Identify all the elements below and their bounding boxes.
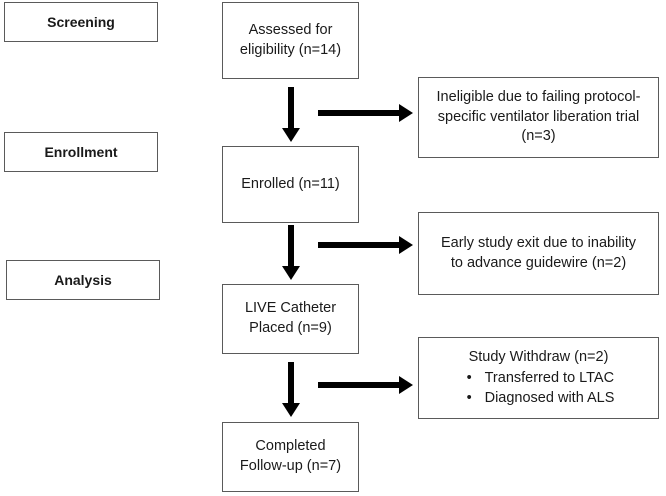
stage-analysis-text: Analysis	[54, 271, 112, 288]
early-exit-line-1: Early study exit due to inability	[440, 234, 637, 251]
completed-box: Completed Follow-up (n=7)	[222, 422, 359, 492]
stage-enrollment-text: Enrollment	[44, 143, 118, 160]
ineligible-line-1: Ineligible due to failing protocol-	[436, 89, 641, 106]
down-arrow-1	[282, 87, 300, 142]
right-arrow-2	[318, 236, 413, 254]
down-arrow-3	[282, 362, 300, 417]
catheter-line-2: Placed (n=9)	[249, 320, 332, 336]
withdraw-reason-list: Transferred to LTAC Diagnosed with ALS	[463, 369, 615, 408]
stage-screening-text: Screening	[47, 13, 115, 30]
assessed-line-1: Assessed for	[248, 21, 333, 38]
withdraw-title: Study Withdraw (n=2)	[468, 348, 609, 365]
ineligible-line-3: (n=3)	[521, 128, 556, 145]
withdraw-reason-item: Diagnosed with ALS	[463, 389, 615, 409]
ineligible-line-2: specific ventilator liberation trial	[437, 108, 640, 125]
early-exit-line-2: to advance guidewire (n=2)	[450, 254, 627, 271]
right-arrow-3	[318, 376, 413, 394]
catheter-line-1: LIVE Catheter	[244, 300, 337, 317]
stage-label-enrollment: Enrollment	[4, 132, 158, 172]
completed-line-2: Follow-up (n=7)	[239, 458, 342, 474]
enrolled-line-1: Enrolled (n=11)	[241, 175, 340, 192]
stage-label-screening: Screening	[4, 2, 158, 42]
stage-label-analysis: Analysis	[6, 260, 160, 300]
ineligible-box: Ineligible due to failing protocol- spec…	[418, 77, 659, 158]
assessed-line-2: eligibility (n=14)	[239, 41, 342, 58]
assessed-box: Assessed for eligibility (n=14)	[222, 2, 359, 79]
enrolled-box: Enrolled (n=11)	[222, 146, 359, 223]
right-arrow-1	[318, 104, 413, 122]
early-exit-box: Early study exit due to inability to adv…	[418, 212, 659, 295]
withdraw-box: Study Withdraw (n=2) Transferred to LTAC…	[418, 337, 659, 419]
completed-line-1: Completed	[255, 438, 326, 455]
down-arrow-2	[282, 225, 300, 280]
withdraw-reason-item: Transferred to LTAC	[463, 369, 615, 389]
catheter-box: LIVE Catheter Placed (n=9)	[222, 284, 359, 354]
